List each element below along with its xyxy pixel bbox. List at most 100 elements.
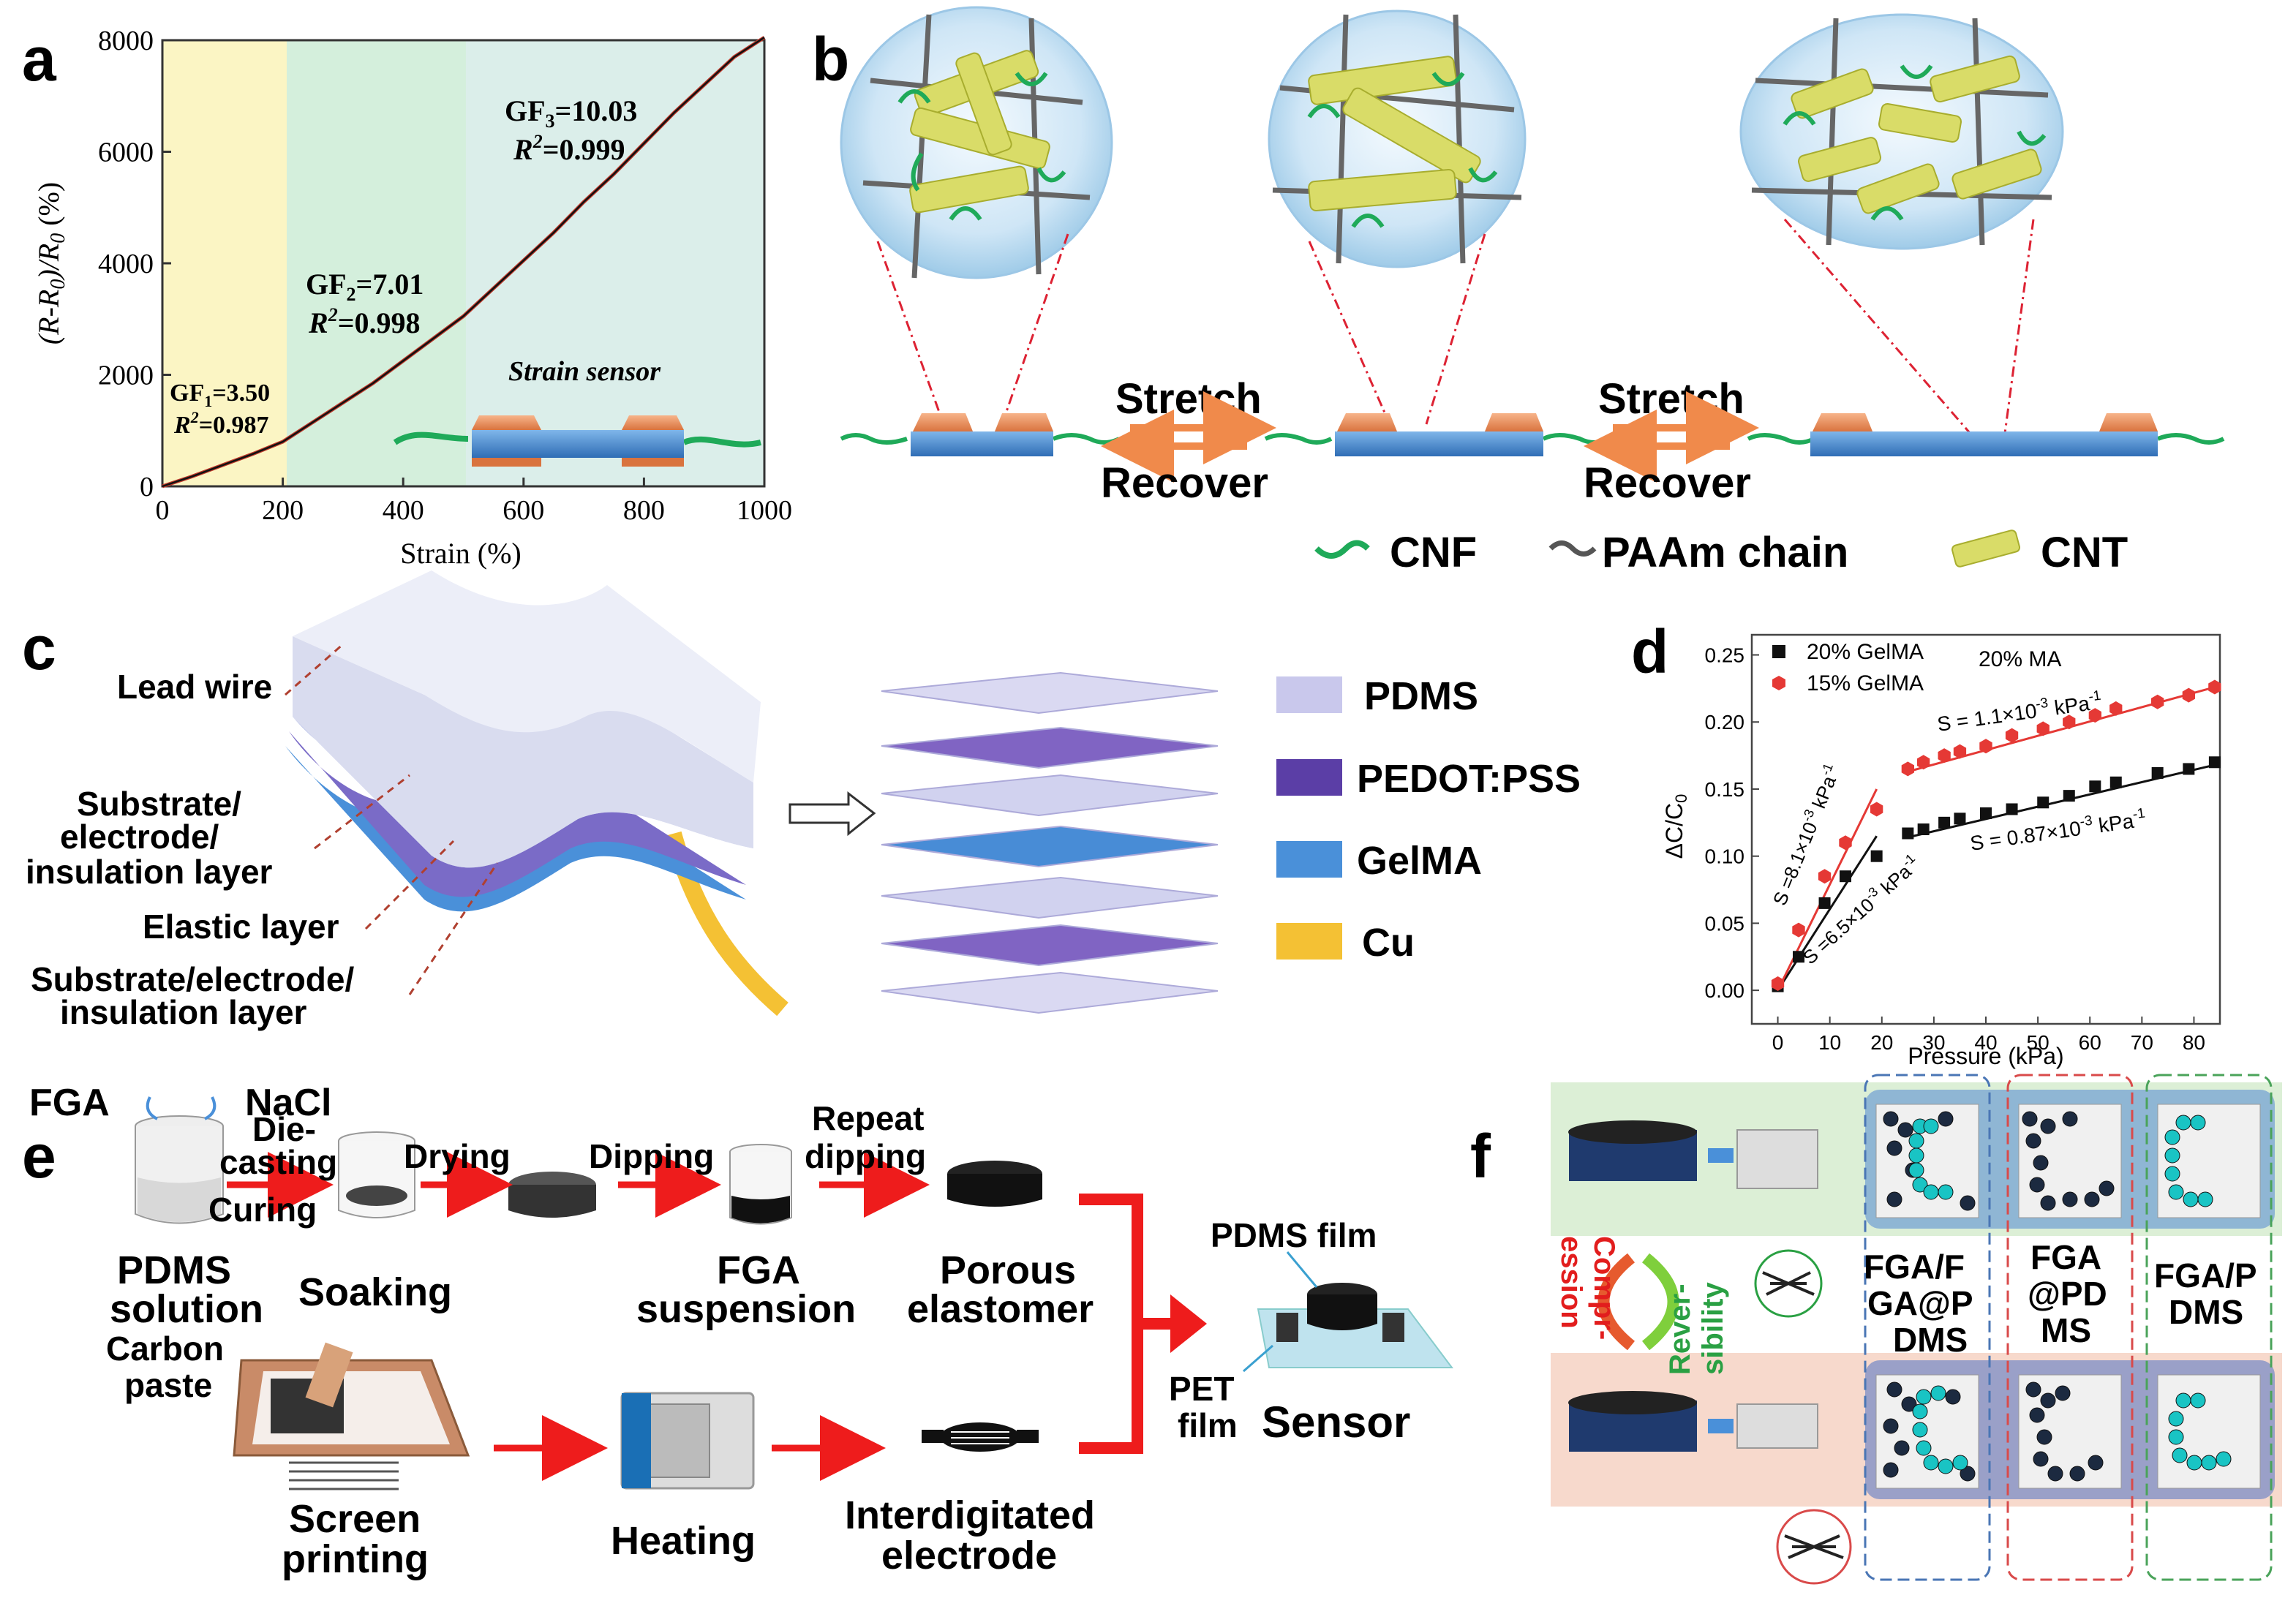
point-15-gelma: [2036, 721, 2050, 736]
point-15-gelma: [1917, 755, 1930, 770]
point-15-gelma: [1818, 869, 1832, 884]
point-20-gelma: [1870, 850, 1883, 862]
label-elastic: Elastic layer: [143, 908, 339, 946]
hollow-arrow: [788, 791, 876, 837]
particle-dark: [2040, 1392, 2056, 1409]
particle-dark: [2036, 1429, 2052, 1445]
fit-label-black-high: S = 0.87×10-3 kPa-1: [1968, 806, 2148, 855]
label-pdms-film: PDMS film: [1211, 1216, 1377, 1254]
col2-outline: [2006, 1074, 2134, 1581]
r2-3-annotation: R2=0.999: [513, 131, 625, 166]
panel-label-c: c: [22, 614, 56, 682]
col1-label-1: FGA/F: [1864, 1248, 1965, 1286]
particle-dark: [2062, 1111, 2078, 1127]
x-tick-label-d: 40: [1974, 1031, 1997, 1054]
legend-title-d: 20% MA: [1979, 647, 2061, 671]
y-axis-label-a: (R-R0)/R0 (%): [32, 182, 69, 344]
callout-lines-c: [285, 642, 499, 995]
col3-label-1: FGA/P: [2154, 1256, 2257, 1294]
particle-dark: [2025, 1133, 2041, 1149]
stretch-recover-2: Stretch Recover: [1584, 375, 1759, 507]
panel-e: e FGA NaCl: [22, 1082, 1453, 1581]
x-tick-label-a: 400: [383, 495, 424, 526]
x-tick-label-a: 1000: [737, 495, 792, 526]
strip-1: [840, 413, 1121, 456]
merge-bracket: [1079, 1194, 1170, 1454]
particle-dark: [1883, 1111, 1899, 1127]
stretch-label-1: Stretch: [1115, 375, 1262, 423]
legend-cnf: CNF: [1390, 529, 1477, 576]
legend-20-gelma: 20% GelMA: [1807, 640, 1924, 664]
y-axis-label-d: ΔC/C0: [1661, 794, 1690, 859]
particle-dark: [2040, 1118, 2056, 1134]
panel-label-d: d: [1631, 617, 1668, 686]
device-3d: [285, 570, 761, 912]
layer-5: [881, 924, 1219, 967]
label-pet-film-2: film: [1178, 1406, 1238, 1444]
label-diecasting-2: casting: [219, 1143, 337, 1181]
particle-dark: [2022, 1111, 2038, 1127]
point-20-gelma: [1954, 813, 1966, 825]
x-tick-label-d: 70: [2131, 1031, 2153, 1054]
point-15-gelma: [2208, 679, 2221, 695]
bubble-3: [1739, 13, 2064, 250]
y-tick-label-d: 0.05: [1705, 912, 1745, 935]
x-tick-label-d: 80: [2183, 1031, 2205, 1054]
particle-dark: [2040, 1195, 2056, 1211]
point-20-gelma: [2151, 766, 2164, 779]
label-carbon-paste-2: paste: [124, 1366, 212, 1404]
particle-cyan: [1912, 1403, 1928, 1420]
legend-gelma: GelMA: [1357, 839, 1482, 883]
legend-15-gelma: 15% GelMA: [1807, 671, 1924, 695]
label-reversibility-2: sibility: [1697, 1282, 1729, 1375]
x-tick-label-d: 0: [1772, 1031, 1784, 1054]
point-20-gelma: [2089, 780, 2101, 793]
particle-dark: [2029, 1177, 2045, 1193]
point-20-gelma: [2063, 790, 2075, 802]
gf1-annotation: GF1=3.50: [170, 380, 270, 410]
label-sensor: Sensor: [1262, 1398, 1410, 1447]
particle-dark: [1883, 1462, 1899, 1478]
label-pet-film-1: PET: [1169, 1370, 1234, 1408]
y-tick-label-d: 0.10: [1705, 845, 1745, 868]
particle-dark: [1886, 1140, 1902, 1156]
particle-cyan: [2168, 1411, 2184, 1427]
legend-cnt: CNT: [2041, 529, 2128, 576]
particle-dark: [2069, 1466, 2085, 1482]
panel-c: c Lead wire Substrate/ electrode/ insula…: [22, 570, 1581, 1031]
legend-pdms: PDMS: [1364, 674, 1478, 718]
y-tick-label-d: 0.00: [1705, 979, 1745, 1002]
inset-strain-sensor-label: Strain sensor: [508, 356, 661, 387]
screen-printer: [233, 1342, 470, 1490]
label-substrate-bot-1: Substrate/electrode/: [31, 960, 354, 998]
label-nacl: NaCl: [245, 1082, 331, 1124]
panel-b: b: [812, 6, 2225, 576]
label-compression-2: ession: [1555, 1236, 1587, 1329]
col2-label-3: MS: [2041, 1311, 2091, 1349]
particle-cyan: [1908, 1162, 1924, 1178]
y-tick-label-d: 0.20: [1705, 711, 1745, 734]
bubble-2: [1268, 10, 1527, 268]
particle-dark: [2084, 1191, 2100, 1207]
strip-3: [1747, 413, 2225, 456]
label-substrate-top-2: electrode/: [60, 818, 219, 856]
particle-dark: [1901, 1396, 1917, 1412]
label-carbon-paste-1: Carbon: [106, 1330, 224, 1368]
particle-cyan: [1923, 1118, 1939, 1134]
point-15-gelma: [1979, 739, 1992, 754]
label-screen-printing-1: Screen: [289, 1497, 421, 1541]
point-20-gelma: [2109, 776, 2122, 788]
point-15-gelma: [1938, 748, 1951, 764]
label-fga-suspension-2: suspension: [636, 1287, 856, 1331]
point-15-gelma: [2088, 708, 2101, 723]
legend-paam: PAAm chain: [1602, 529, 1848, 576]
col1-label-3: DMS: [1893, 1321, 1968, 1359]
label-drying: Drying: [404, 1137, 511, 1175]
stretch-label-2: Stretch: [1598, 375, 1744, 423]
label-pdms-solution-2: solution: [110, 1287, 263, 1331]
particle-cyan: [1916, 1440, 1932, 1456]
label-screen-printing-2: printing: [282, 1537, 429, 1581]
oven: [620, 1392, 755, 1490]
label-pdms-solution-1: PDMS: [117, 1248, 231, 1292]
